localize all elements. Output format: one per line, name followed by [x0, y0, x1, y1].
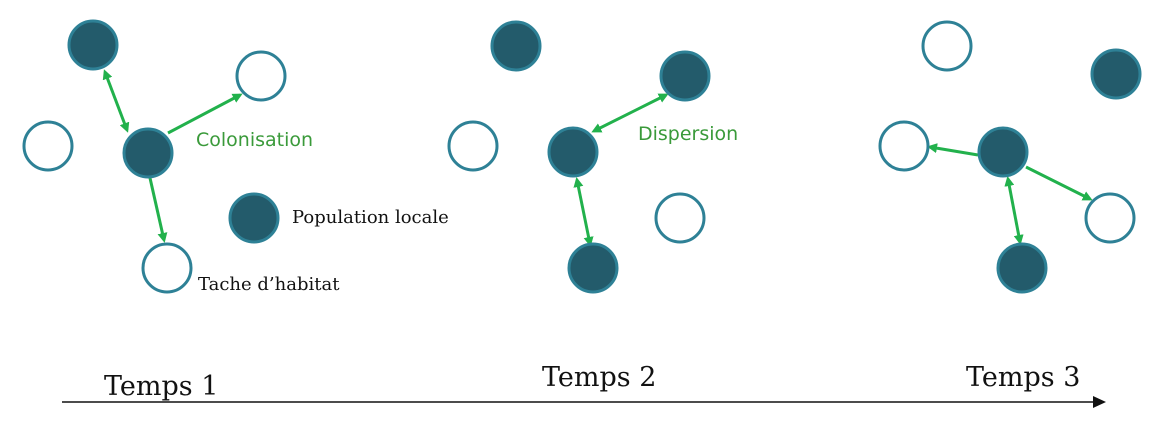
colonisation-arrow: [927, 143, 979, 157]
colonisation-arrow: [1025, 165, 1093, 201]
arrows-t3: [927, 143, 1093, 245]
timeline-label-t3: Temps 3: [966, 362, 1080, 393]
timeline-label-t1: Temps 1: [104, 371, 218, 402]
label-dispersion: Dispersion: [638, 123, 738, 145]
dispersion-arrow: [573, 177, 594, 247]
empty-habitat-node: [22, 120, 74, 172]
empty-habitat-node: [878, 120, 930, 172]
label-population-locale: Population locale: [292, 207, 449, 228]
dispersion-arrow: [591, 93, 669, 133]
legend-habitat-node: [141, 242, 193, 294]
panel-temps-1: Colonisation Population locale Tache d’h…: [22, 19, 449, 295]
empty-habitat-node: [447, 120, 499, 172]
local-population-node: [996, 242, 1048, 294]
dispersion-arrow: [102, 69, 130, 133]
colonisation-arrow: [148, 177, 168, 243]
local-population-node: [122, 127, 174, 179]
label-colonisation: Colonisation: [196, 129, 313, 151]
arrows-t1: [102, 69, 243, 243]
empty-habitat-node: [654, 192, 706, 244]
colonisation-arrow: [167, 93, 243, 135]
local-population-node: [977, 126, 1029, 178]
local-population-node: [567, 242, 619, 294]
empty-habitat-node: [921, 20, 973, 72]
local-population-node: [1090, 48, 1142, 100]
label-tache-habitat: Tache d’habitat: [198, 274, 340, 295]
local-population-node: [67, 19, 119, 71]
timeline-label-t2: Temps 2: [542, 362, 656, 393]
panel-temps-2: Dispersion: [447, 20, 738, 294]
local-population-node: [547, 126, 599, 178]
local-population-node: [659, 50, 711, 102]
dispersion-arrow: [1004, 176, 1024, 245]
arrows-t2: [573, 93, 669, 247]
timeline: Temps 1 Temps 2 Temps 3: [62, 362, 1106, 408]
empty-habitat-node: [235, 50, 287, 102]
timeline-arrowhead: [1093, 396, 1106, 408]
panel-temps-3: [878, 20, 1142, 294]
legend-population-node: [228, 192, 280, 244]
empty-habitat-node: [1084, 192, 1136, 244]
local-population-node: [490, 20, 542, 72]
